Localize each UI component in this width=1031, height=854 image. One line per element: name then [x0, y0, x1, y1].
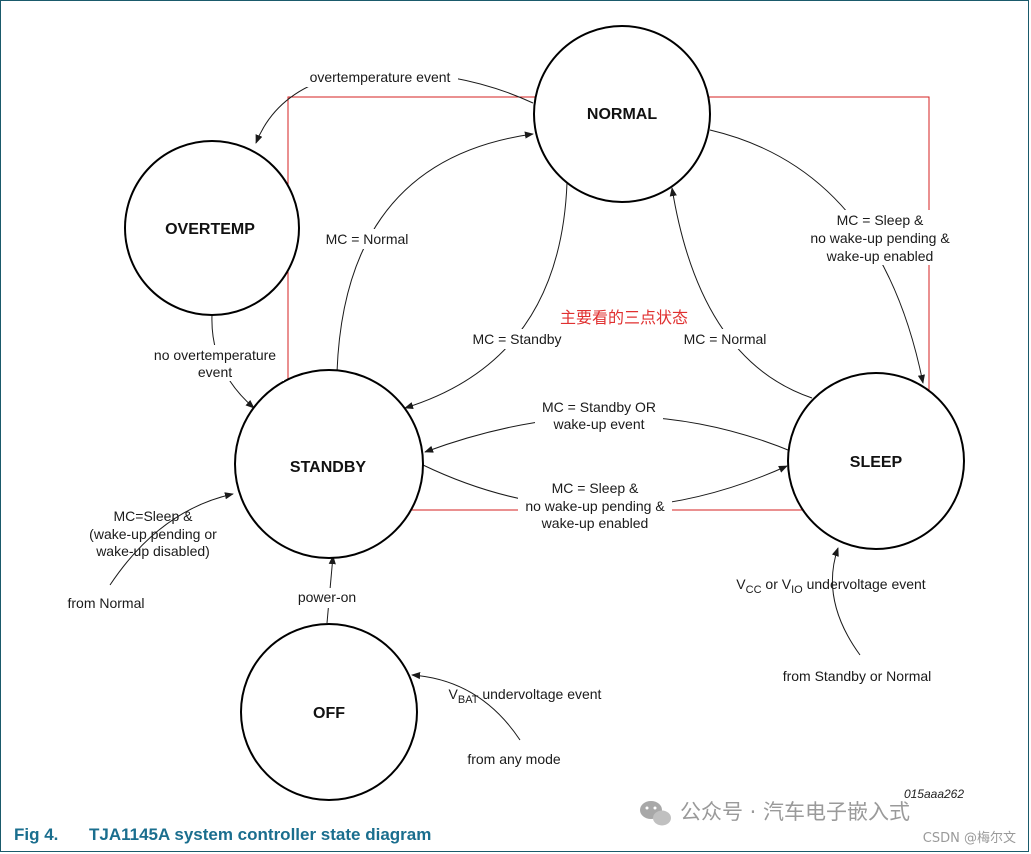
- label-mc-normal-right: MC = Normal: [684, 331, 767, 347]
- label-no-overtemp-1: no overtemperature: [154, 347, 276, 363]
- state-circle-off: [240, 623, 418, 801]
- label-from-normal-3: wake-up disabled): [95, 543, 210, 559]
- watermark-main: 公众号 · 汽车电子嵌入式: [680, 800, 910, 824]
- label-from-normal-1: MC=Sleep &: [114, 508, 194, 524]
- label-mc-normal-left: MC = Normal: [326, 231, 409, 247]
- label-sleep-standby-1: MC = Standby OR: [542, 399, 656, 415]
- label-from-standby-or-normal: from Standby or Normal: [783, 668, 932, 684]
- watermark-sub: CSDN @梅尔文: [923, 831, 1016, 846]
- label-from-normal-4: from Normal: [67, 595, 144, 611]
- state-circle-sleep: [787, 372, 965, 550]
- label-standby-sleep-2: no wake-up pending &: [525, 498, 665, 514]
- label-sleep-standby-2: wake-up event: [552, 416, 644, 432]
- edge-from-normal-to-standby: [109, 492, 234, 586]
- figure-id: 015aaa262: [904, 787, 964, 801]
- label-normal-sleep-3: wake-up enabled: [826, 248, 934, 264]
- caption-title: TJA1145A system controller state diagram: [89, 825, 431, 844]
- state-label-normal: NORMAL: [587, 106, 657, 123]
- label-mc-standby: MC = Standby: [472, 331, 561, 347]
- wechat-icon: [640, 801, 671, 826]
- annotation-note: 主要看的三点状态: [560, 308, 688, 327]
- edge-vbat-to-off: [411, 672, 521, 741]
- edge-sleep-to-normal: [669, 187, 813, 399]
- state-label-standby: STANDBY: [290, 459, 366, 476]
- label-power-on: power-on: [298, 589, 356, 605]
- state-label-sleep: SLEEP: [850, 454, 903, 471]
- label-standby-sleep-1: MC = Sleep &: [552, 480, 639, 496]
- label-standby-sleep-3: wake-up enabled: [541, 515, 649, 531]
- label-overtemperature-event: overtemperature event: [310, 69, 451, 85]
- label-vbat-undervoltage: VBAT undervoltage event: [449, 686, 602, 706]
- state-label-overtemp: OVERTEMP: [165, 221, 255, 238]
- label-from-any-mode: from any mode: [467, 751, 561, 767]
- edge-standby-to-normal: [336, 131, 534, 373]
- state-circle-overtemp: [124, 140, 300, 316]
- label-normal-sleep-1: MC = Sleep &: [837, 212, 924, 228]
- edge-normal-to-standby: [404, 182, 568, 410]
- label-normal-sleep-2: no wake-up pending &: [810, 230, 950, 246]
- state-circle-normal: [533, 25, 711, 203]
- label-no-overtemp-2: event: [198, 364, 232, 380]
- state-label-off: OFF: [313, 705, 345, 722]
- caption-number: Fig 4.: [14, 825, 58, 844]
- edge-uv-to-sleep: [831, 547, 861, 656]
- label-vcc-vio-undervoltage: VCC or VIO undervoltage event: [736, 576, 926, 596]
- label-from-normal-2: (wake-up pending or: [89, 526, 217, 542]
- state-circle-standby: [234, 369, 424, 559]
